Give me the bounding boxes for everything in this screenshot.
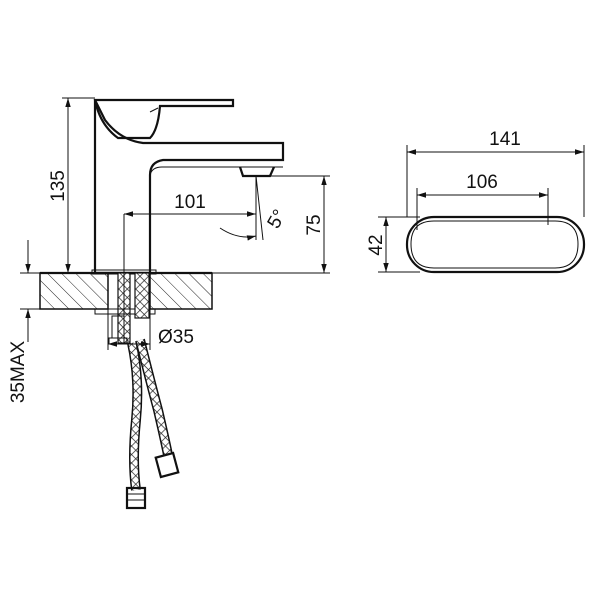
dim-label-135: 135	[48, 170, 69, 202]
dimension-101: 101	[123, 192, 256, 344]
dimension-141: 141	[406, 129, 585, 217]
dimension-angle-5: 5°	[219, 175, 291, 241]
dim-label-5-degree: 5°	[264, 206, 291, 232]
flexible-hoses	[125, 338, 180, 510]
hose-fitting-left	[125, 486, 147, 510]
dimension-diameter-35: Ø35	[107, 309, 194, 350]
dimension-135: 135	[48, 97, 95, 273]
base-plate-outline	[405, 215, 586, 274]
dimension-42: 42	[366, 216, 420, 273]
dim-label-diameter-35: Ø35	[158, 327, 194, 348]
aerator	[238, 166, 276, 178]
dim-label-75: 75	[304, 214, 325, 235]
dim-label-35max: 35MAX	[8, 341, 29, 404]
dimension-75: 75	[212, 175, 330, 274]
lever-handle	[93, 98, 235, 140]
dim-label-42: 42	[366, 234, 387, 255]
base-top-view	[405, 215, 586, 274]
dim-label-106: 106	[466, 172, 498, 193]
faucet-body	[91, 98, 285, 275]
dimension-35max: 35MAX	[8, 240, 40, 403]
dim-label-101: 101	[174, 192, 206, 213]
dim-label-141: 141	[489, 129, 521, 150]
dimension-106: 106	[416, 172, 549, 230]
hose-fitting-right	[154, 451, 180, 479]
